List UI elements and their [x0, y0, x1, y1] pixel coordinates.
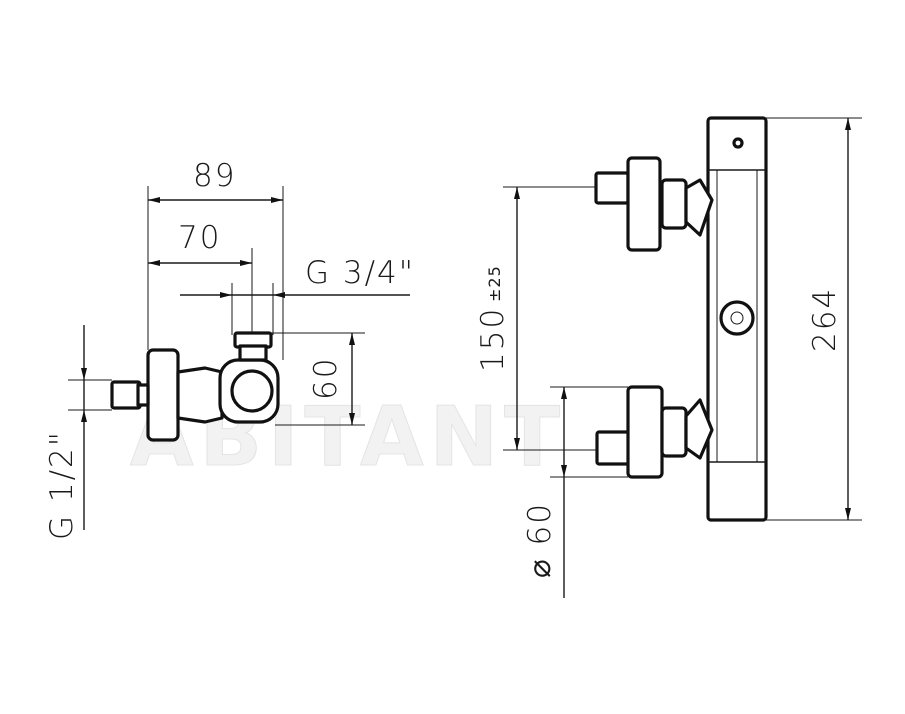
wall-flange: [146, 348, 180, 442]
valve-inner: [230, 369, 274, 413]
arrow-150-bottom: [514, 438, 520, 450]
outlet-nut: [238, 344, 268, 362]
center-knob: [719, 300, 755, 336]
arrow-70-left: [148, 260, 160, 266]
dim-label-70: 70: [178, 220, 221, 256]
dim-label-g12: G 1/2": [44, 430, 80, 540]
lower-nut: [660, 406, 688, 458]
center-knob-inner: [730, 311, 744, 325]
arrow-60-bottom: [349, 413, 355, 425]
front-view: 150 ±25 ⌀ 60 264: [475, 116, 862, 598]
arrow-89-left: [148, 197, 160, 203]
arrow-d60-top: [561, 387, 567, 399]
dim-label-150: 150: [475, 307, 511, 372]
lower-connector: [595, 430, 631, 466]
arrow-60-top: [349, 333, 355, 345]
arrow-g12-top: [81, 368, 87, 380]
arrow-g12-bottom: [81, 410, 87, 422]
top-indicator: [732, 137, 744, 149]
arrow-g34-left: [220, 292, 232, 298]
lower-arm: [684, 398, 714, 460]
dim-label-60: 60: [308, 357, 344, 400]
arrow-89-right: [271, 197, 283, 203]
upper-nut: [660, 178, 688, 230]
inlet-connector: [110, 380, 142, 410]
arrow-d60-bottom: [561, 465, 567, 477]
arrow-70-right: [240, 260, 252, 266]
dim-label-d60: ⌀ 60: [522, 502, 558, 578]
upper-connector: [594, 171, 630, 205]
upper-arm: [684, 178, 714, 237]
lower-flange: [626, 385, 664, 479]
arrow-264-top: [845, 118, 851, 130]
side-view: 89 70 G 3/4" 60 G 1/2": [44, 158, 415, 540]
arrow-264-bottom: [845, 508, 851, 520]
dim-label-89: 89: [193, 158, 236, 194]
arrow-g34-right: [273, 292, 285, 298]
inlet-nut: [136, 383, 150, 407]
dim-label-g34: G 3/4": [305, 255, 415, 291]
dim-label-150-tolerance: ±25: [485, 265, 504, 302]
arrow-150-top: [514, 187, 520, 199]
dim-label-264: 264: [807, 287, 843, 352]
upper-flange: [626, 156, 662, 252]
side-bridge: [176, 366, 224, 424]
